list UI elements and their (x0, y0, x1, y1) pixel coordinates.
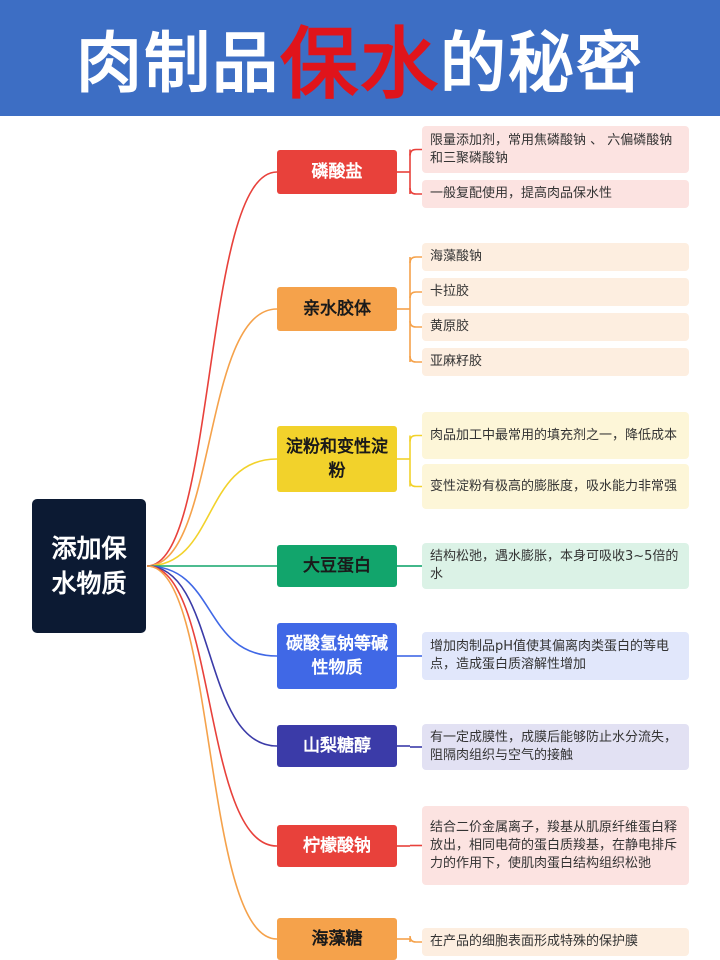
leaf-note: 结构松弛，遇水膨胀，本身可吸收3~5倍的水 (422, 543, 689, 589)
leaf-note: 有一定成膜性，成膜后能够防止水分流失，阻隔肉组织与空气的接触 (422, 724, 689, 770)
category-label: 亲水胶体 (303, 299, 371, 319)
leaf-note: 黄原胶 (422, 313, 689, 341)
leaf-connector (409, 935, 422, 943)
leaf-text: 在产品的细胞表面形成特殊的保护膜 (430, 934, 639, 949)
leaf-connector (409, 320, 422, 328)
leaf-text: 卡拉胶 (430, 284, 470, 299)
title-part-2: 的秘密 (440, 25, 644, 102)
branch-connector (146, 565, 278, 847)
category-label: 磷酸盐 (311, 162, 363, 182)
leaf-connector (409, 480, 422, 488)
leaf-note: 海藻酸钠 (422, 243, 689, 271)
category-label: 淀粉和变性淀粉 (286, 437, 388, 481)
leaf-text: 结构松弛，遇水膨胀，本身可吸收3~5倍的水 (430, 549, 679, 582)
leaf-text: 有一定成膜性，成膜后能够防止水分流失，阻隔肉组织与空气的接触 (430, 730, 678, 763)
branch-connector (146, 565, 278, 747)
category-node: 亲水胶体 (277, 287, 397, 331)
leaf-text: 增加肉制品pH值使其偏离肉类蛋白的等电点，造成蛋白质溶解性增加 (430, 639, 670, 672)
leaf-text: 一般复配使用，提高肉品保水性 (430, 186, 613, 201)
leaf-note: 在产品的细胞表面形成特殊的保护膜 (422, 928, 689, 956)
category-label: 山梨糖醇 (303, 736, 371, 756)
root-node: 添加保水物质 (32, 499, 146, 633)
leaf-note: 卡拉胶 (422, 278, 689, 306)
leaf-note: 增加肉制品pH值使其偏离肉类蛋白的等电点，造成蛋白质溶解性增加 (422, 632, 689, 680)
leaf-note: 一般复配使用，提高肉品保水性 (422, 180, 689, 208)
leaf-text: 黄原胶 (430, 319, 470, 334)
leaf-connector (409, 187, 422, 195)
leaf-note: 肉品加工中最常用的填充剂之一，降低成本 (422, 412, 689, 459)
leaf-text: 结合二价金属离子，羧基从肌原纤维蛋白释放出，相同电荷的蛋白质羧基，在静电排斥力的… (430, 819, 678, 871)
category-label: 碳酸氢钠等碱性物质 (286, 634, 388, 678)
category-node: 海藻糖 (277, 918, 397, 960)
category-node: 柠檬酸钠 (277, 825, 397, 867)
leaf-note: 限量添加剂，常用焦磷酸钠 、 六偏磷酸钠和三聚磷酸钠 (422, 126, 689, 173)
branch-connector (146, 565, 278, 657)
category-node: 碳酸氢钠等碱性物质 (277, 623, 397, 689)
leaf-note: 亚麻籽胶 (422, 348, 689, 376)
branch-connector (146, 458, 278, 567)
page-title: 肉制品保水的秘密 (0, 0, 720, 116)
title-highlight: 保水 (279, 20, 440, 110)
leaf-connector (409, 148, 422, 156)
branch-connector (146, 565, 278, 940)
leaf-text: 海藻酸钠 (430, 249, 483, 264)
branch-connector (146, 171, 278, 567)
header-banner (0, 0, 720, 116)
category-node: 大豆蛋白 (277, 545, 397, 587)
leaf-connector (409, 291, 422, 299)
leaf-note: 结合二价金属离子，羧基从肌原纤维蛋白释放出，相同电荷的蛋白质羧基，在静电排斥力的… (422, 806, 689, 885)
leaf-connector (409, 434, 422, 442)
category-node: 磷酸盐 (277, 150, 397, 194)
category-label: 柠檬酸钠 (303, 836, 371, 856)
category-node: 山梨糖醇 (277, 725, 397, 767)
branch-connector (146, 308, 278, 567)
category-node: 淀粉和变性淀粉 (277, 426, 397, 492)
category-label: 大豆蛋白 (303, 556, 371, 576)
category-label: 海藻糖 (311, 929, 363, 949)
leaf-text: 变性淀粉有极高的膨胀度，吸水能力非常强 (430, 478, 678, 494)
leaf-text: 亚麻籽胶 (430, 354, 483, 369)
leaf-text: 肉品加工中最常用的填充剂之一，降低成本 (430, 427, 678, 443)
leaf-note: 变性淀粉有极高的膨胀度，吸水能力非常强 (422, 464, 689, 509)
leaf-text: 限量添加剂，常用焦磷酸钠 、 六偏磷酸钠和三聚磷酸钠 (430, 132, 673, 166)
title-part-1: 肉制品 (75, 25, 280, 102)
leaf-connector (409, 256, 422, 264)
root-label: 添加保水物质 (51, 534, 127, 598)
leaf-connector (409, 355, 422, 363)
